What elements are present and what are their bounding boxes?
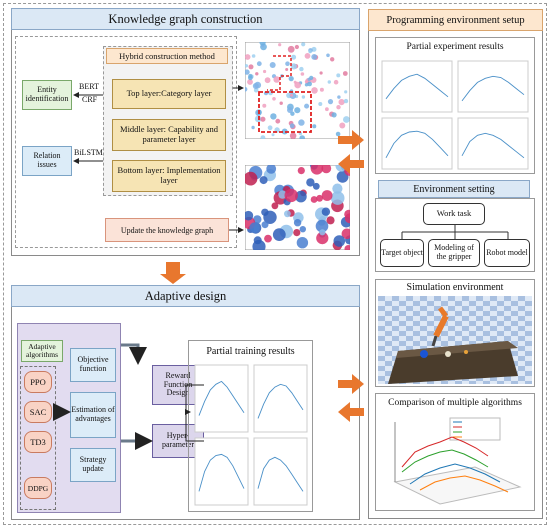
- crf-label: CRF: [82, 95, 98, 104]
- simulation-image: [378, 296, 532, 384]
- comparison-frame: [375, 393, 535, 511]
- kg-header: Knowledge graph construction: [11, 8, 360, 30]
- env-tree-lines: [401, 225, 509, 239]
- comparison-chart: [393, 417, 522, 505]
- estimation-box: Estimation of advantages: [70, 392, 116, 438]
- work-task-box: Work task: [423, 203, 485, 225]
- algo-ddpg: DDPG: [24, 477, 52, 499]
- kg-inner-dash: [15, 36, 237, 248]
- exp-results-plots: [381, 60, 529, 170]
- algo-sac: SAC: [24, 401, 52, 423]
- outer-border: [3, 3, 547, 525]
- env-setting-frame: [375, 198, 535, 272]
- strategy-box: Strategy update: [70, 448, 116, 482]
- comparison-title: Comparison of multiple algorithms: [388, 398, 522, 408]
- simulation-frame: [375, 279, 535, 387]
- target-object-box: Target object: [380, 239, 424, 267]
- kg-graph-image-bottom: [245, 165, 350, 250]
- algorithms-list: [20, 366, 56, 510]
- gripper-box: Modeling of the gripper: [428, 239, 480, 267]
- robot-model-box: Robot model: [484, 239, 530, 267]
- entity-box: Entity identification: [22, 80, 72, 110]
- exp-results-frame: [375, 37, 535, 174]
- kg-graph-image-top: [245, 42, 350, 139]
- hybrid-title: Hybrid construction method: [106, 48, 228, 64]
- training-title: Partial training results: [206, 346, 295, 357]
- algorithms-title: Adaptive algorithms: [21, 340, 63, 362]
- objective-box: Objective function: [70, 348, 116, 382]
- update-kg-box: Update the knowledge graph: [105, 218, 229, 242]
- env-setting-header: Environment setting: [378, 180, 530, 198]
- bilstm-label: BiLSTM: [74, 148, 103, 157]
- ad-header: Adaptive design: [11, 285, 360, 307]
- algo-td3: TD3: [24, 431, 52, 453]
- simulation-title: Simulation environment: [406, 282, 504, 293]
- training-panel: [188, 340, 313, 512]
- bottom-layer-box: Bottom layer: Implementation layer: [112, 160, 226, 192]
- relation-box: Relation issues: [22, 146, 72, 176]
- exp-results-title: Partial experiment results: [406, 42, 504, 52]
- bert-label: BERT: [79, 82, 99, 91]
- training-plots: [194, 364, 308, 506]
- env-header: Programming environment setup: [368, 9, 543, 31]
- algo-ppo: PPO: [24, 371, 52, 393]
- top-layer-box: Top layer:Category layer: [112, 79, 226, 109]
- middle-layer-box: Middle layer: Capability and parameter l…: [112, 119, 226, 151]
